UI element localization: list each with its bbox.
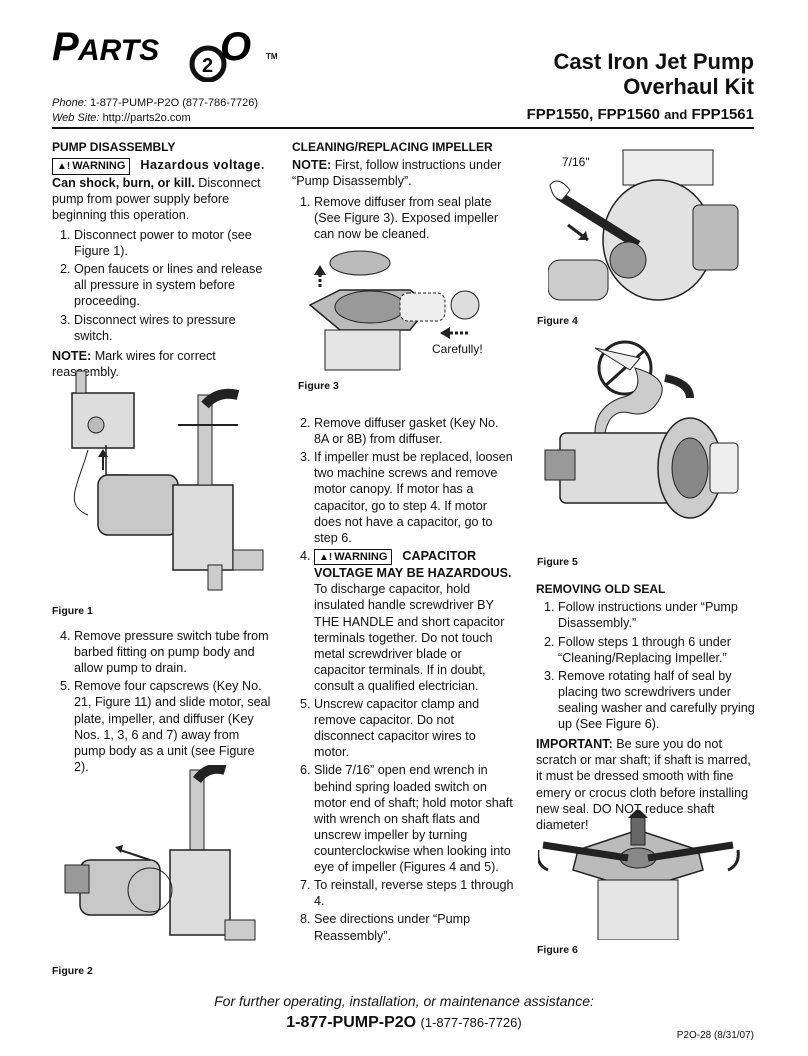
figure-4-caption: Figure 4 — [537, 315, 578, 327]
list-item: Remove rotating half of seal by placing … — [558, 668, 756, 732]
warning-badge: ▲!WARNING — [52, 158, 131, 175]
list-item: If impeller must be replaced, loosen two… — [314, 449, 514, 546]
phone-number: 1-877-PUMP-P2O (877-786-7726) — [89, 97, 259, 109]
figure-2-illustration — [60, 765, 270, 960]
list-item: Remove diffuser from seal plate (See Fig… — [314, 194, 514, 242]
document-title: Cast Iron Jet Pump Overhaul Kit — [553, 49, 754, 99]
note: NOTE: First, follow instructions under “… — [292, 158, 502, 189]
figure-5-illustration — [540, 338, 750, 548]
section-heading: CLEANING/REPLACING IMPELLER — [292, 140, 493, 154]
warning-triangle-icon: ▲! — [57, 161, 71, 173]
figure-2-caption: Figure 2 — [52, 965, 93, 977]
figure-3-caption: Figure 3 — [298, 380, 339, 392]
list-item: Follow steps 1 through 6 under “Cleaning… — [558, 634, 756, 666]
title-line-1: Cast Iron Jet Pump — [553, 49, 754, 74]
list-item: Remove diffuser gasket (Key No. 8A or 8B… — [314, 415, 514, 447]
important-note: IMPORTANT: Be sure you do not scratch or… — [536, 737, 751, 832]
header-divider — [52, 127, 754, 129]
list-item: Disconnect wires to pressure switch. — [74, 312, 272, 344]
figure-3-illustration — [300, 245, 510, 375]
impeller-steps: Remove diffuser from seal plate (See Fig… — [292, 194, 514, 242]
brand-logo: P ARTS 2 O TM — [52, 20, 282, 83]
seal-steps: Follow instructions under “Pump Disassem… — [536, 599, 756, 732]
list-item: To reinstall, reverse steps 1 through 4. — [314, 877, 514, 909]
list-item: Unscrew capacitor clamp and remove capac… — [314, 696, 514, 760]
title-line-2: Overhaul Kit — [623, 73, 754, 99]
contact-info: Phone: 1-877-PUMP-P2O (877-786-7726) Web… — [52, 96, 258, 127]
web-link[interactable]: http://parts2o.com — [102, 112, 191, 125]
figure-4-illustration — [548, 145, 758, 310]
web-label: Web Site: — [52, 112, 100, 125]
footer: For further operating, installation, or … — [0, 993, 808, 1033]
figure-6-caption: Figure 6 — [537, 944, 578, 956]
section-heading: REMOVING OLD SEAL — [536, 582, 666, 596]
logo-graphic: P ARTS 2 O — [52, 25, 251, 83]
list-item: Slide 7/16” open end wrench in behind sp… — [314, 762, 514, 875]
disassembly-steps-continued: Remove pressure switch tube from barbed … — [52, 628, 272, 775]
trademark: TM — [266, 52, 278, 61]
list-item: Open faucets or lines and release all pr… — [74, 261, 272, 309]
document-code: P2O-28 (8/31/07) — [676, 1030, 754, 1041]
model-numbers: FPP1550, FPP1560 and FPP1561 — [526, 106, 754, 123]
disassembly-continued: Remove pressure switch tube from barbed … — [52, 628, 272, 779]
list-item: Disconnect power to motor (see Figure 1)… — [74, 227, 272, 259]
warning-triangle-icon: ▲! — [319, 551, 333, 563]
figure-1-illustration — [58, 365, 268, 595]
figure-6-illustration — [538, 810, 748, 940]
warning-badge: ▲!WARNING — [314, 548, 393, 566]
removing-seal-section: REMOVING OLD SEAL Follow instructions un… — [536, 582, 756, 837]
support-phone: 1-877-PUMP-P2O (1-877-786-7726) — [286, 1013, 522, 1031]
figure-1-caption: Figure 1 — [52, 605, 93, 617]
list-item: Follow instructions under “Pump Disassem… — [558, 599, 756, 631]
svg-text:2: 2 — [202, 55, 213, 77]
list-item: Remove four capscrews (Key No. 21, Figur… — [74, 678, 272, 775]
figure-5-caption: Figure 5 — [537, 556, 578, 568]
svg-text:P: P — [52, 25, 79, 69]
svg-text:O: O — [220, 25, 251, 69]
wrench-size-label: 7/16" — [562, 155, 590, 169]
impeller-steps-continued: Remove diffuser gasket (Key No. 8A or 8B… — [292, 415, 514, 948]
note: NOTE: Mark wires for correct reassembly. — [52, 348, 216, 379]
phone-label: Phone: — [52, 97, 87, 109]
list-item: Remove pressure switch tube from barbed … — [74, 628, 272, 676]
cleaning-impeller-section: CLEANING/REPLACING IMPELLER NOTE: First,… — [292, 140, 514, 246]
section-heading: PUMP DISASSEMBLY — [52, 140, 176, 154]
list-item: See directions under “Pump Reassembly”. — [314, 911, 514, 943]
assistance-text: For further operating, installation, or … — [214, 993, 594, 1009]
disassembly-steps: Disconnect power to motor (see Figure 1)… — [52, 227, 272, 344]
carefully-label: Carefully! — [432, 342, 483, 356]
svg-text:ARTS: ARTS — [77, 34, 159, 67]
